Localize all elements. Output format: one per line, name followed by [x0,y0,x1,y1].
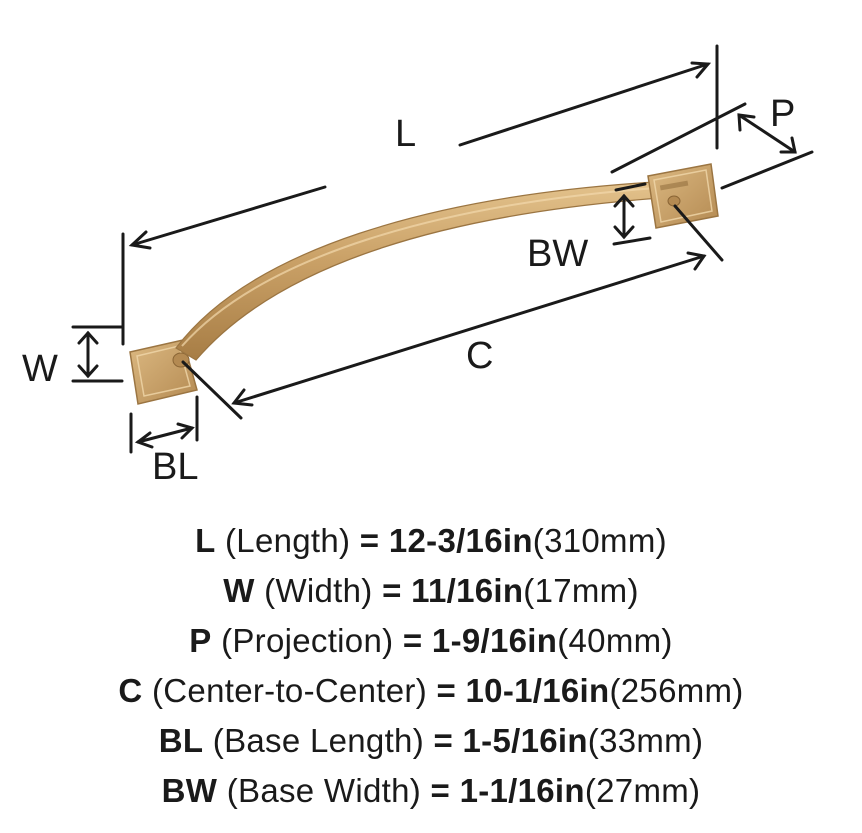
spec-desc: (Length) [225,522,351,559]
spec-abbr: W [223,572,255,609]
spec-abbr: C [118,672,143,709]
spec-metric: (33mm) [587,722,704,759]
dim-length [121,44,719,346]
right-base [647,163,719,229]
spec-equals: = [359,522,380,559]
label-base-length: BL [152,446,198,488]
spec-desc: (Width) [264,572,373,609]
spec-abbr: P [189,622,212,659]
spec-desc: (Base Length) [212,722,424,759]
spec-metric: (310mm) [532,522,667,559]
spec-equals: = [382,572,402,609]
spec-center-to-center: C (Center-to-Center) = 10-1/16in(256mm) [0,666,862,716]
spec-equals: = [433,722,454,759]
spec-imperial: 11/16in [411,572,524,609]
label-base-width: BW [527,233,588,275]
handle-dimension-diagram: L P W BW C BL [22,44,814,488]
spec-imperial: 1-1/16in [459,772,585,809]
spec-imperial: 1-5/16in [462,722,588,759]
spec-imperial: 10-1/16in [465,672,610,709]
spec-projection: P (Projection) = 1-9/16in(40mm) [0,616,862,666]
dim-base-width [612,182,652,246]
spec-equals: = [436,672,457,709]
spec-imperial: 1-9/16in [431,622,558,659]
spec-metric: (256mm) [609,672,744,709]
spec-base-length: BL (Base Length) = 1-5/16in(33mm) [0,716,862,766]
spec-desc: (Projection) [221,622,394,659]
dimension-lines [71,44,814,454]
dim-width [71,325,124,383]
spec-abbr: L [195,522,216,559]
spec-desc: (Base Width) [226,772,422,809]
label-center-to-center: C [466,335,493,377]
spec-list: L (Length) = 12-3/16in(310mm) W (Width) … [0,516,862,816]
spec-metric: (17mm) [523,572,639,609]
spec-base-width: BW (Base Width) = 1-1/16in(27mm) [0,766,862,816]
spec-length: L (Length) = 12-3/16in(310mm) [0,516,862,566]
spec-metric: (27mm) [584,772,701,809]
spec-desc: (Center-to-Center) [152,672,427,709]
dim-projection [610,102,814,190]
dim-base-length [129,395,199,454]
spec-equals: = [430,772,451,809]
label-length: L [395,113,416,155]
spec-imperial: 12-3/16in [388,522,533,559]
spec-abbr: BW [161,772,218,809]
spec-equals: = [402,622,423,659]
label-projection: P [770,93,795,135]
spec-metric: (40mm) [557,622,673,659]
dim-center-to-center [181,204,724,420]
spec-abbr: BL [158,722,204,759]
label-width: W [22,348,58,390]
spec-width: W (Width) = 11/16in(17mm) [0,566,862,616]
handle-illustration [129,163,719,405]
